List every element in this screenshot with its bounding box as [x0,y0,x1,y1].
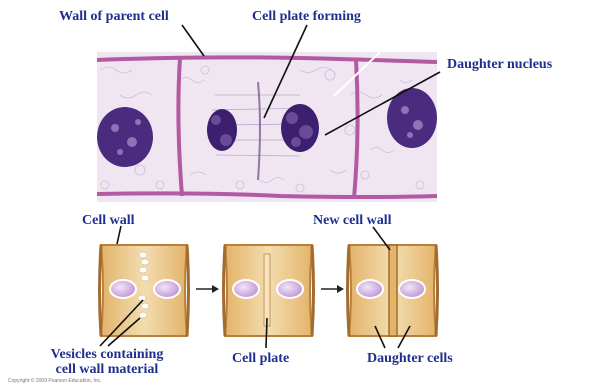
cell-stage-cell-plate [224,245,314,336]
arrow-right-icon [196,285,219,293]
new-cell-wall [389,245,397,336]
cell-stage-vesicles [100,245,189,336]
label-vesicles-line2: cell wall material [22,362,192,377]
label-cell-plate-forming: Cell plate forming [252,9,361,24]
copyright-notice: Copyright © 2009 Pearson Education, Inc. [8,378,101,384]
label-vesicles-line1: Vesicles containing [22,347,192,362]
label-wall-of-parent-cell: Wall of parent cell [59,9,169,24]
label-vesicles: Vesicles containing cell wall material [22,347,192,377]
label-daughter-cells: Daughter cells [367,351,453,366]
nucleus-icon [110,280,136,298]
cell-stage-daughter-cells [348,245,438,336]
label-daughter-nucleus: Daughter nucleus [447,57,552,72]
nucleus-icon [399,280,425,298]
nucleus-icon [154,280,180,298]
label-new-cell-wall: New cell wall [313,213,392,228]
label-cell-wall: Cell wall [82,213,135,228]
cell-plate [264,254,270,326]
micrograph [97,52,437,202]
arrow-right-icon [321,285,344,293]
nucleus-icon [277,280,303,298]
label-cell-plate: Cell plate [232,351,289,366]
neighbor-nucleus-left [97,107,153,167]
nucleus-icon [233,280,259,298]
nucleus-icon [357,280,383,298]
